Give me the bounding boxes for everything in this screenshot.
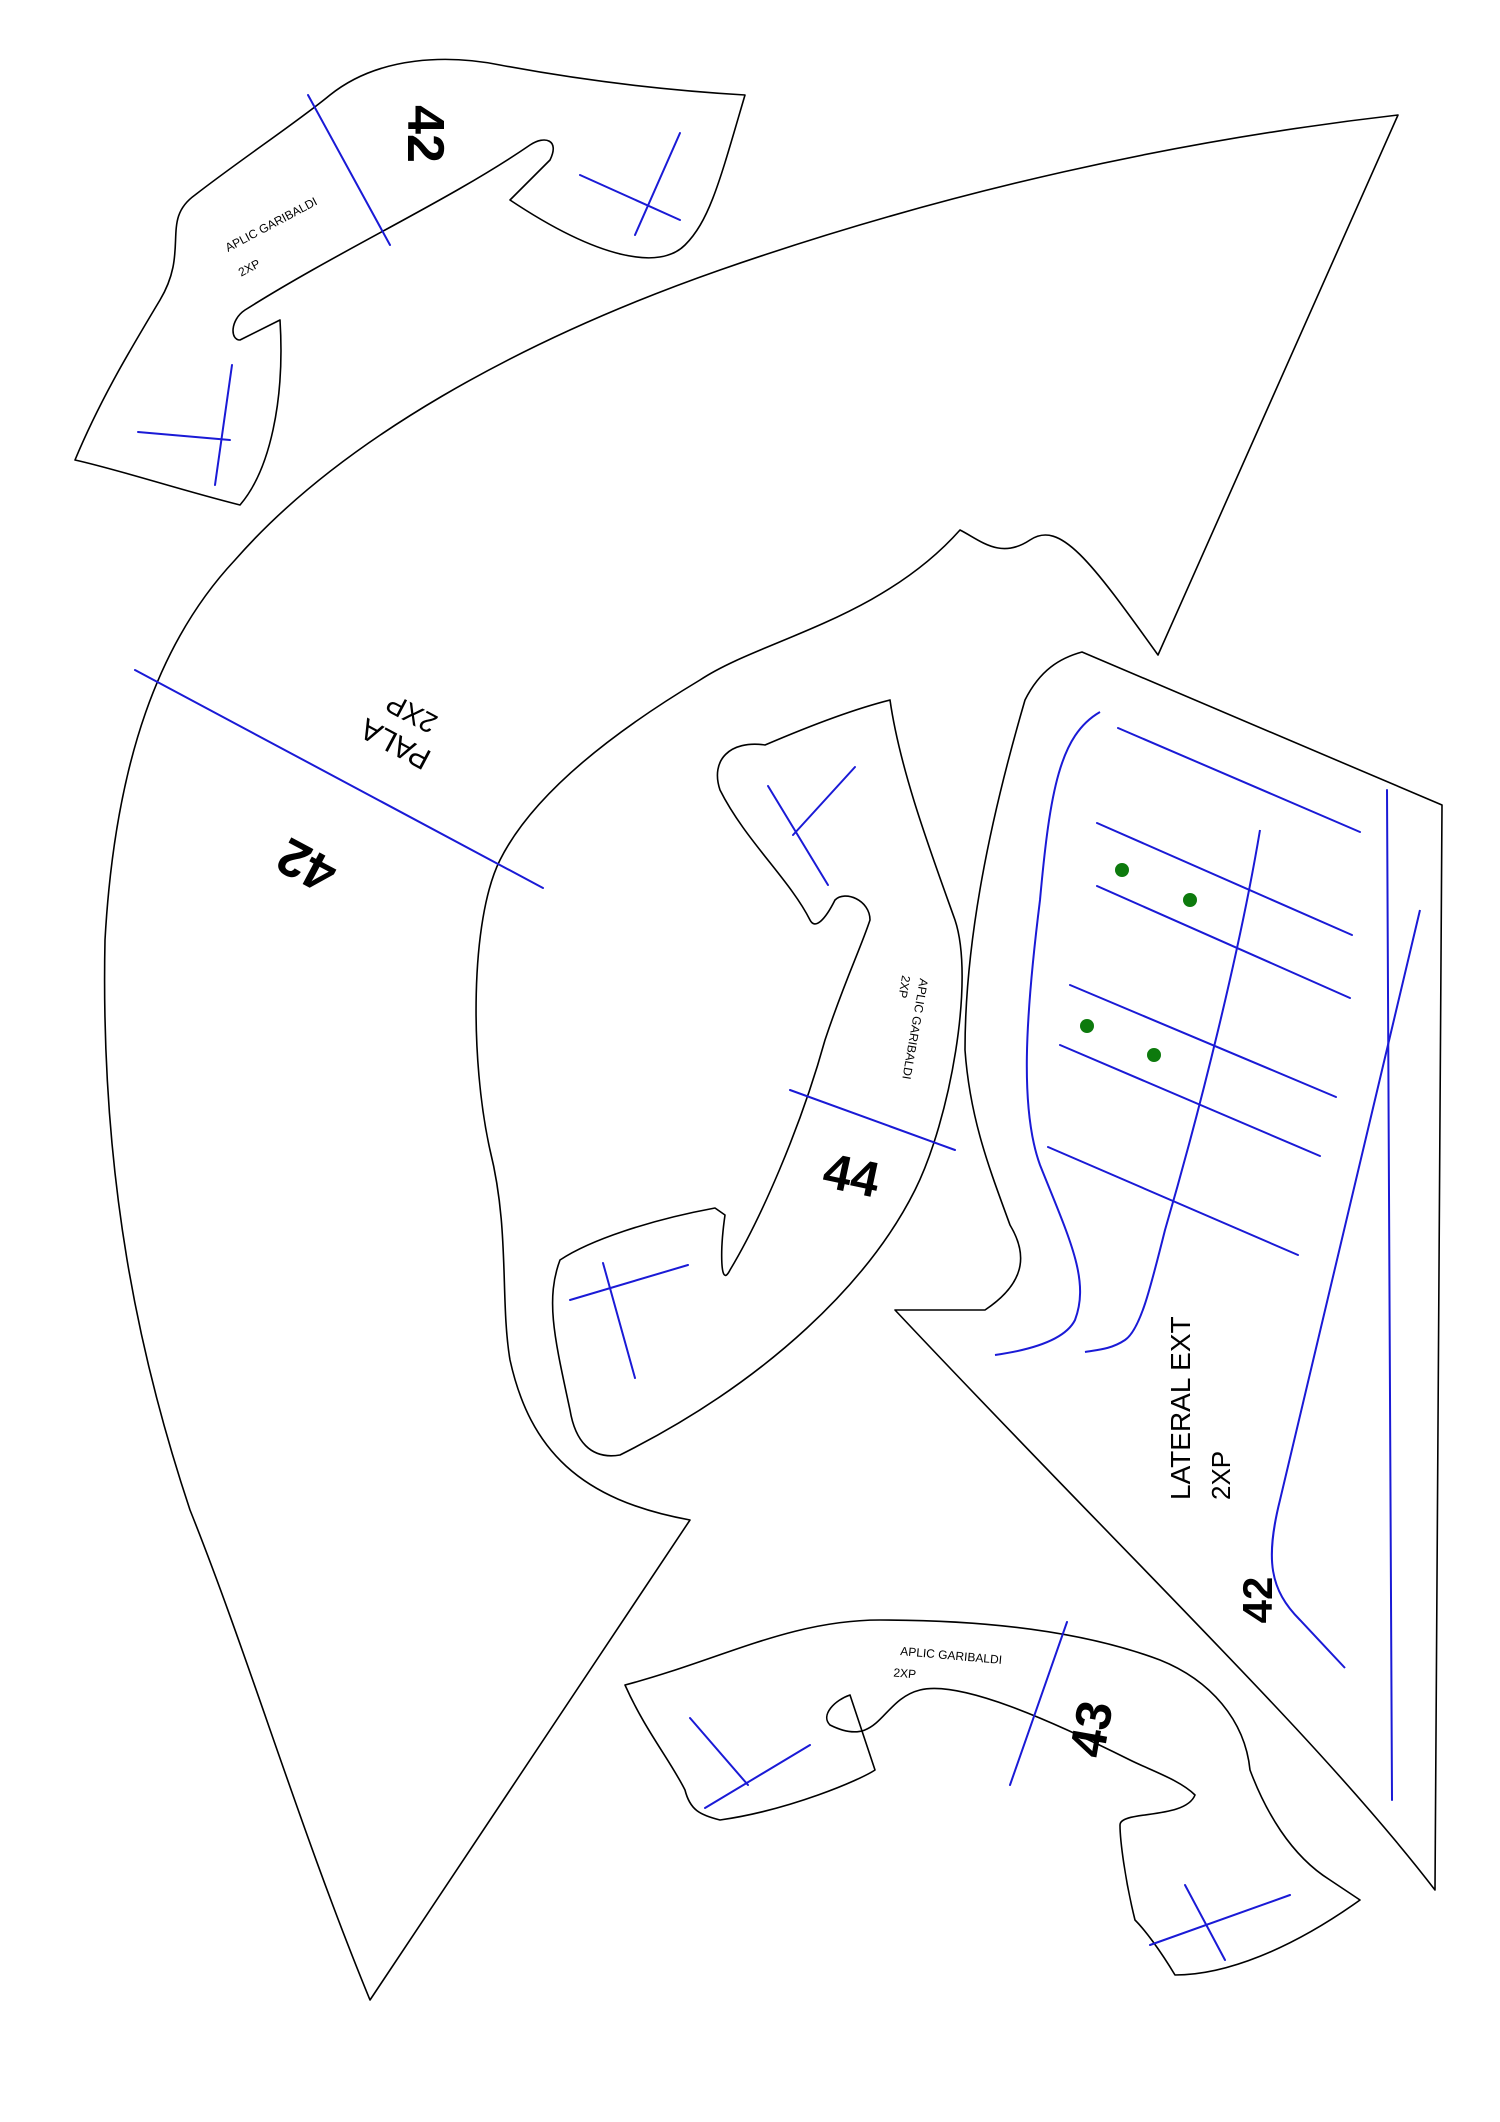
aplic-bottom-quantity-label: 2XP	[893, 1666, 917, 1682]
aplic-center-grain-line	[789, 1089, 956, 1151]
lateral-ext-mark	[1147, 1048, 1161, 1062]
lateral-ext-quantity-label: 2XP	[1206, 1451, 1236, 1500]
aplic-center-quantity-label: 2XP	[895, 974, 913, 999]
lateral-ext-long-slot	[1270, 909, 1421, 1669]
lateral-ext-piece: LATERAL EXT 2XP 42	[894, 651, 1443, 1891]
aplic-top-grain-line	[307, 94, 391, 246]
lateral-ext-slot	[1096, 885, 1351, 999]
aplic-top-piece: APLIC GARIBALDI 2XP 42	[74, 58, 746, 506]
aplic-bottom-grain-line	[1009, 1621, 1068, 1786]
aplic-top-slot	[634, 132, 681, 236]
aplic-top-slot	[137, 431, 231, 441]
aplic-bottom-slot	[689, 1717, 749, 1786]
aplic-center-outline	[551, 699, 963, 1457]
pala-grain-line	[134, 669, 544, 889]
aplic-top-outline	[74, 58, 746, 506]
aplic-bottom-slot	[1149, 1894, 1291, 1946]
aplic-bottom-name-label: APLIC GARIBALDI	[900, 1644, 1003, 1667]
lateral-ext-curved-slot	[1084, 829, 1261, 1353]
aplic-center-piece: APLIC GARIBALDI 2XP 44	[551, 699, 963, 1457]
aplic-center-slot	[767, 785, 829, 886]
aplic-top-size-label: 42	[396, 105, 454, 163]
pala-outline	[103, 114, 1399, 2001]
aplic-center-slot	[602, 1262, 636, 1379]
aplic-center-size-label: 44	[819, 1142, 885, 1208]
pala-size-label: 42	[268, 826, 346, 904]
lateral-ext-size-label: 42	[1234, 1577, 1281, 1624]
lateral-ext-slot	[1117, 727, 1361, 833]
aplic-center-slot	[569, 1264, 689, 1301]
pala-piece: PALA 2XP 42	[103, 114, 1399, 2001]
aplic-top-slot	[214, 364, 233, 486]
lateral-ext-slot	[1069, 984, 1337, 1098]
lateral-ext-slot	[1059, 1044, 1321, 1157]
aplic-top-quantity-label: 2XP	[236, 256, 263, 279]
aplic-bottom-outline	[624, 1619, 1361, 1976]
lateral-ext-mark	[1115, 863, 1129, 877]
lateral-ext-mark	[1080, 1019, 1094, 1033]
aplic-bottom-piece: APLIC GARIBALDI 2XP 43	[624, 1619, 1361, 1976]
aplic-bottom-slot	[704, 1744, 811, 1809]
lateral-ext-mark	[1183, 893, 1197, 907]
aplic-center-slot	[792, 766, 856, 836]
lateral-ext-slot	[1096, 822, 1353, 936]
lateral-ext-curved-slot	[994, 711, 1101, 1356]
aplic-bottom-size-label: 43	[1059, 1697, 1124, 1762]
aplic-top-name-label: APLIC GARIBALDI	[223, 194, 320, 254]
aplic-top-slot	[579, 174, 681, 221]
lateral-ext-name-label: LATERAL EXT	[1165, 1316, 1196, 1500]
lateral-ext-outline	[894, 651, 1443, 1891]
lateral-ext-slot	[1047, 1146, 1299, 1256]
lateral-ext-long-slot	[1386, 789, 1393, 1801]
aplic-bottom-slot	[1184, 1884, 1226, 1961]
